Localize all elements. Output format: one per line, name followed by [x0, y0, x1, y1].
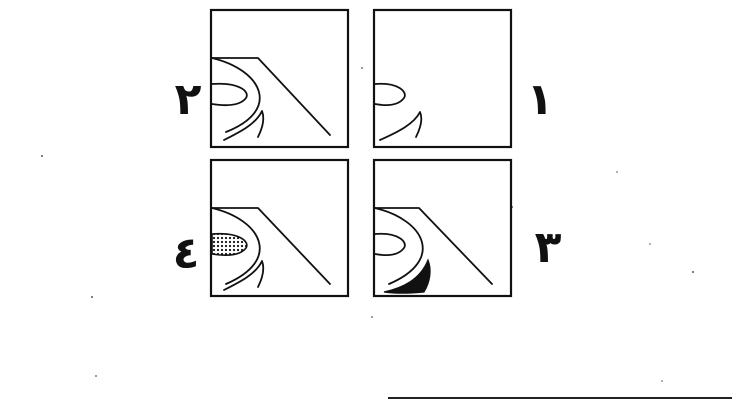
panel-4-frame	[211, 160, 348, 296]
panel-3-label: ٣	[535, 222, 562, 273]
scan-specks	[41, 67, 694, 382]
panel-2	[211, 10, 348, 147]
panel-2-frame	[211, 10, 348, 147]
panel-1	[374, 10, 511, 147]
panel-2-label: ٢	[175, 74, 202, 125]
panel-1-frame	[374, 10, 511, 147]
panel-4	[211, 160, 348, 296]
panel-1-label: ١	[527, 74, 554, 125]
panel-4-label: ٤	[173, 228, 200, 279]
panel-3-frame	[374, 160, 511, 296]
panel-3	[374, 160, 511, 296]
